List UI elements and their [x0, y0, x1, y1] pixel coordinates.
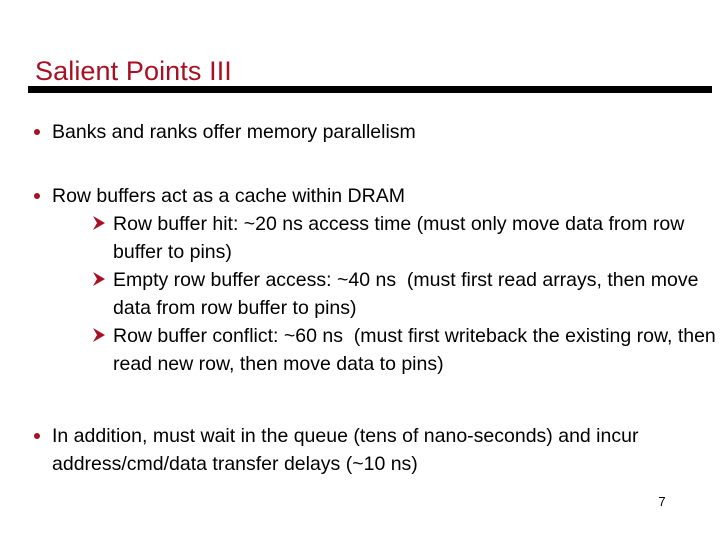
- bullet-item: Banks and ranks offer memory parallelism: [0, 118, 720, 146]
- bullet-text: In addition, must wait in the queue (ten…: [52, 425, 644, 475]
- bullet-block-2: Row buffers act as a cache within DRAM R…: [0, 182, 720, 378]
- sub-bullet-item: Row buffer conflict: ~60 ns (must first …: [0, 322, 720, 378]
- bullet-block-3: In addition, must wait in the queue (ten…: [0, 422, 720, 478]
- sub-bullet-text: Empty row buffer access: ~40 ns (must fi…: [113, 269, 704, 319]
- arrowhead-bullet-icon: [91, 270, 107, 288]
- sub-bullet-text: Row buffer hit: ~20 ns access time (must…: [113, 213, 690, 263]
- page-title: Salient Points III: [35, 56, 232, 87]
- round-bullet-icon: [34, 129, 40, 135]
- bullet-item: Row buffers act as a cache within DRAM: [0, 182, 720, 210]
- sub-bullet-text: Row buffer conflict: ~60 ns (must first …: [113, 325, 716, 375]
- slide-body: Banks and ranks offer memory parallelism…: [0, 112, 720, 478]
- round-bullet-icon: [34, 193, 40, 199]
- arrowhead-bullet-icon: [91, 214, 107, 232]
- round-bullet-icon: [34, 433, 40, 439]
- title-divider: [28, 86, 712, 93]
- bullet-text: Row buffers act as a cache within DRAM: [52, 185, 405, 207]
- arrowhead-bullet-icon: [91, 326, 107, 344]
- bullet-item: In addition, must wait in the queue (ten…: [0, 422, 720, 478]
- sub-bullet-item: Empty row buffer access: ~40 ns (must fi…: [0, 266, 720, 322]
- page-number: 7: [658, 494, 666, 509]
- bullet-block-1: Banks and ranks offer memory parallelism: [0, 118, 720, 146]
- sub-bullet-item: Row buffer hit: ~20 ns access time (must…: [0, 210, 720, 266]
- bullet-text: Banks and ranks offer memory parallelism: [52, 121, 416, 143]
